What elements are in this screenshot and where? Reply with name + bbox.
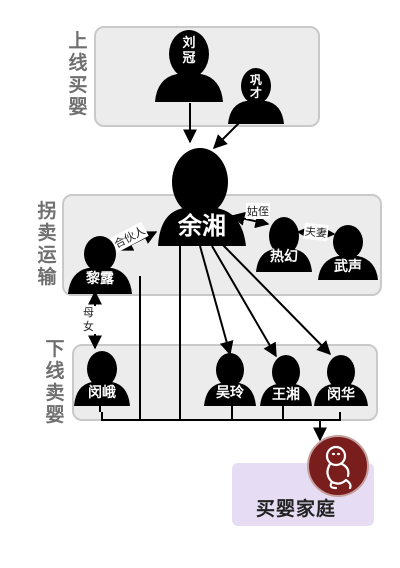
arrow-yuxiang-to-wangxiang xyxy=(211,245,277,358)
person-name: 热幻 xyxy=(270,249,298,265)
arrow-gongcai-to-yuxiang xyxy=(213,121,241,149)
person-min-hua: 闵华 xyxy=(314,354,368,406)
section-label-upline: 上线买婴 xyxy=(68,30,88,118)
person-liu-guan: 刘冠 xyxy=(155,28,223,102)
person-yu-xiang: 余湘 xyxy=(150,146,250,246)
person-name: 武声 xyxy=(334,259,362,275)
person-name: 巩才 xyxy=(249,73,262,100)
section-label-transport: 拐卖运输 xyxy=(37,200,57,288)
person-wang-xiang: 王湘 xyxy=(260,354,312,406)
arrow-yuxiang-to-wuling xyxy=(199,245,234,356)
section-label-downline: 下线卖婴 xyxy=(45,338,65,426)
person-wu-sheng: 武声 xyxy=(318,224,378,280)
person-name: 闵华 xyxy=(327,387,355,403)
bus-to-buyers xyxy=(101,412,341,421)
person-name: 王湘 xyxy=(272,387,300,403)
arrow-yuxiang-to-minhua xyxy=(221,243,331,355)
person-re-huan: 热幻 xyxy=(256,216,312,272)
person-gong-cai: 巩才 xyxy=(228,66,284,124)
person-wu-ling: 吴玲 xyxy=(204,352,256,406)
person-name: 闵峨 xyxy=(88,385,116,401)
relation-label-mother-daughter: 母女 xyxy=(82,306,96,334)
person-name: 刘冠 xyxy=(182,36,196,66)
person-name: 吴玲 xyxy=(216,385,244,401)
link-yuxiang-rehuan xyxy=(230,211,270,229)
baby-icon xyxy=(307,435,369,497)
relation-label-aunt-niece: 姑侄 xyxy=(246,203,270,219)
person-name: 黎露 xyxy=(86,271,114,287)
person-li-lu: 黎露 xyxy=(68,236,132,294)
person-name: 余湘 xyxy=(178,212,226,240)
buyers-label: 买婴家庭 xyxy=(256,498,337,520)
person-min-e: 闵峨 xyxy=(74,350,130,406)
